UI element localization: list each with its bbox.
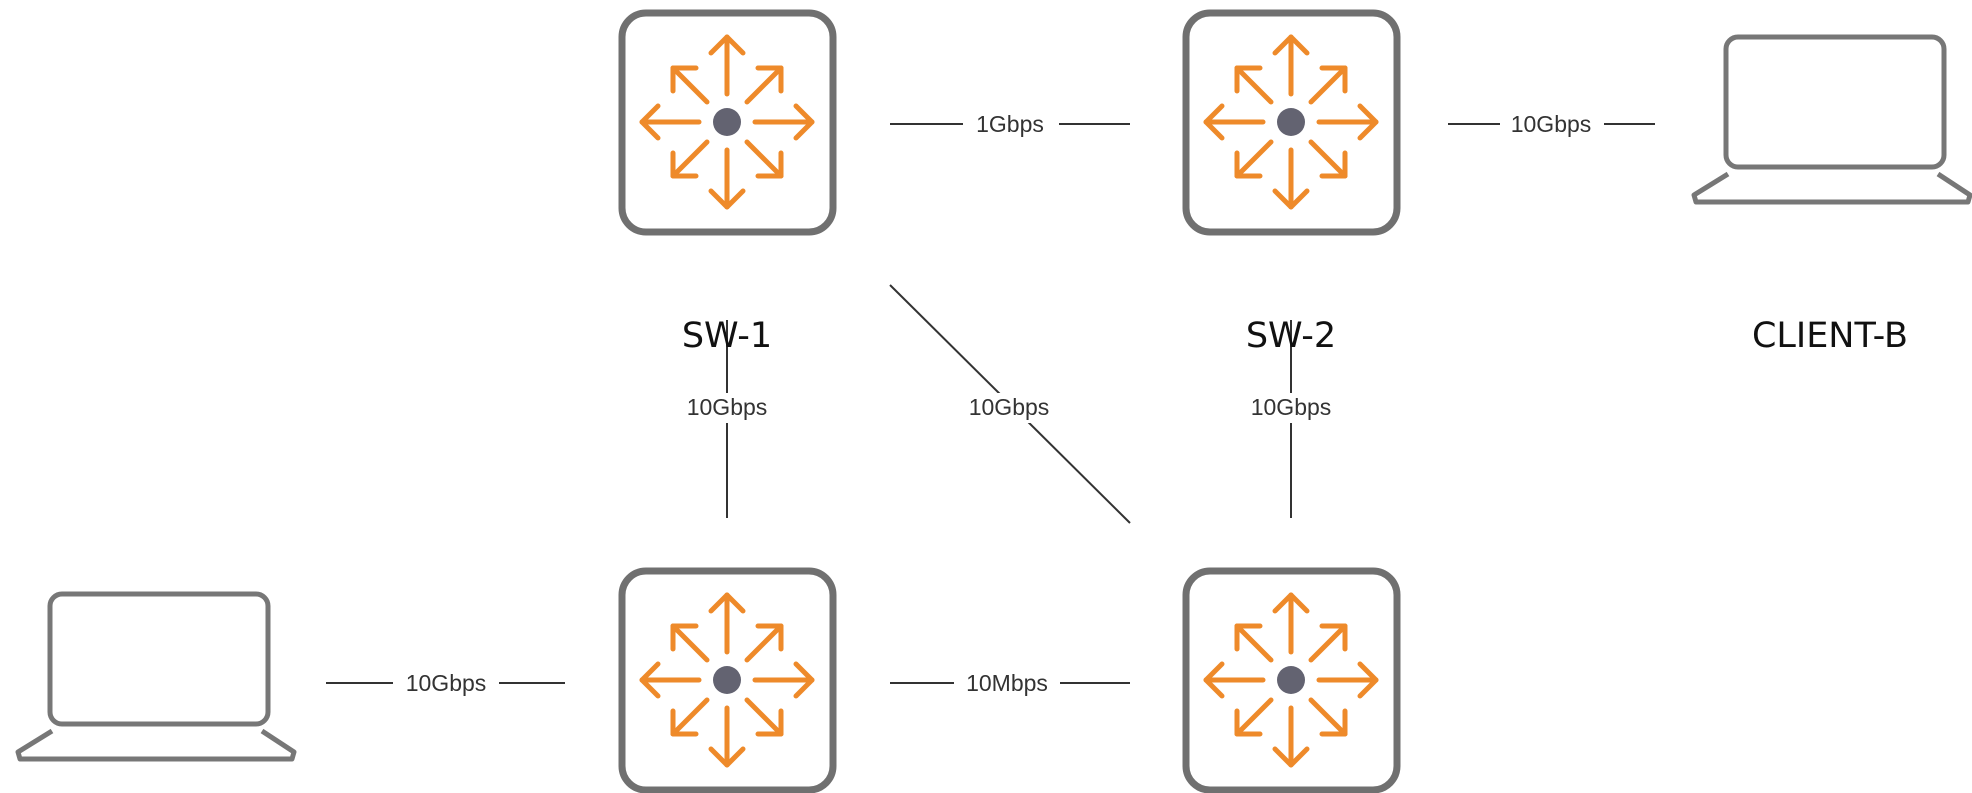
node-label-client-b: CLIENT-B [1752, 316, 1908, 356]
node-label-sw2: SW-2 [1246, 316, 1336, 356]
link-label-sw2-sw4: 10Gbps [1251, 394, 1332, 420]
switch-sw3[interactable] [618, 567, 837, 793]
link-label-sw1-sw4: 10Gbps [969, 394, 1050, 420]
node-label-sw1: SW-1 [682, 316, 772, 356]
switch-hub-dot [1277, 108, 1305, 136]
switch-sw2[interactable] [1182, 9, 1401, 236]
switch-hub-dot [1277, 666, 1305, 694]
switch-hub-dot [713, 108, 741, 136]
laptop-icon [15, 591, 297, 762]
switch-sw4[interactable] [1182, 567, 1401, 793]
laptop-icon [1691, 34, 1972, 205]
client-a-laptop[interactable] [15, 591, 297, 762]
switch-hub-dot [713, 666, 741, 694]
link-label-sw2-client-b: 10Gbps [1511, 111, 1592, 137]
link-label-sw1-sw2: 1Gbps [976, 111, 1044, 137]
client-b-laptop[interactable] [1691, 34, 1972, 205]
switch-sw1[interactable] [618, 9, 837, 236]
link-label-sw1-sw3: 10Gbps [687, 394, 768, 420]
link-label-client-a-sw3: 10Gbps [406, 670, 487, 696]
link-label-sw3-sw4: 10Mbps [966, 670, 1048, 696]
